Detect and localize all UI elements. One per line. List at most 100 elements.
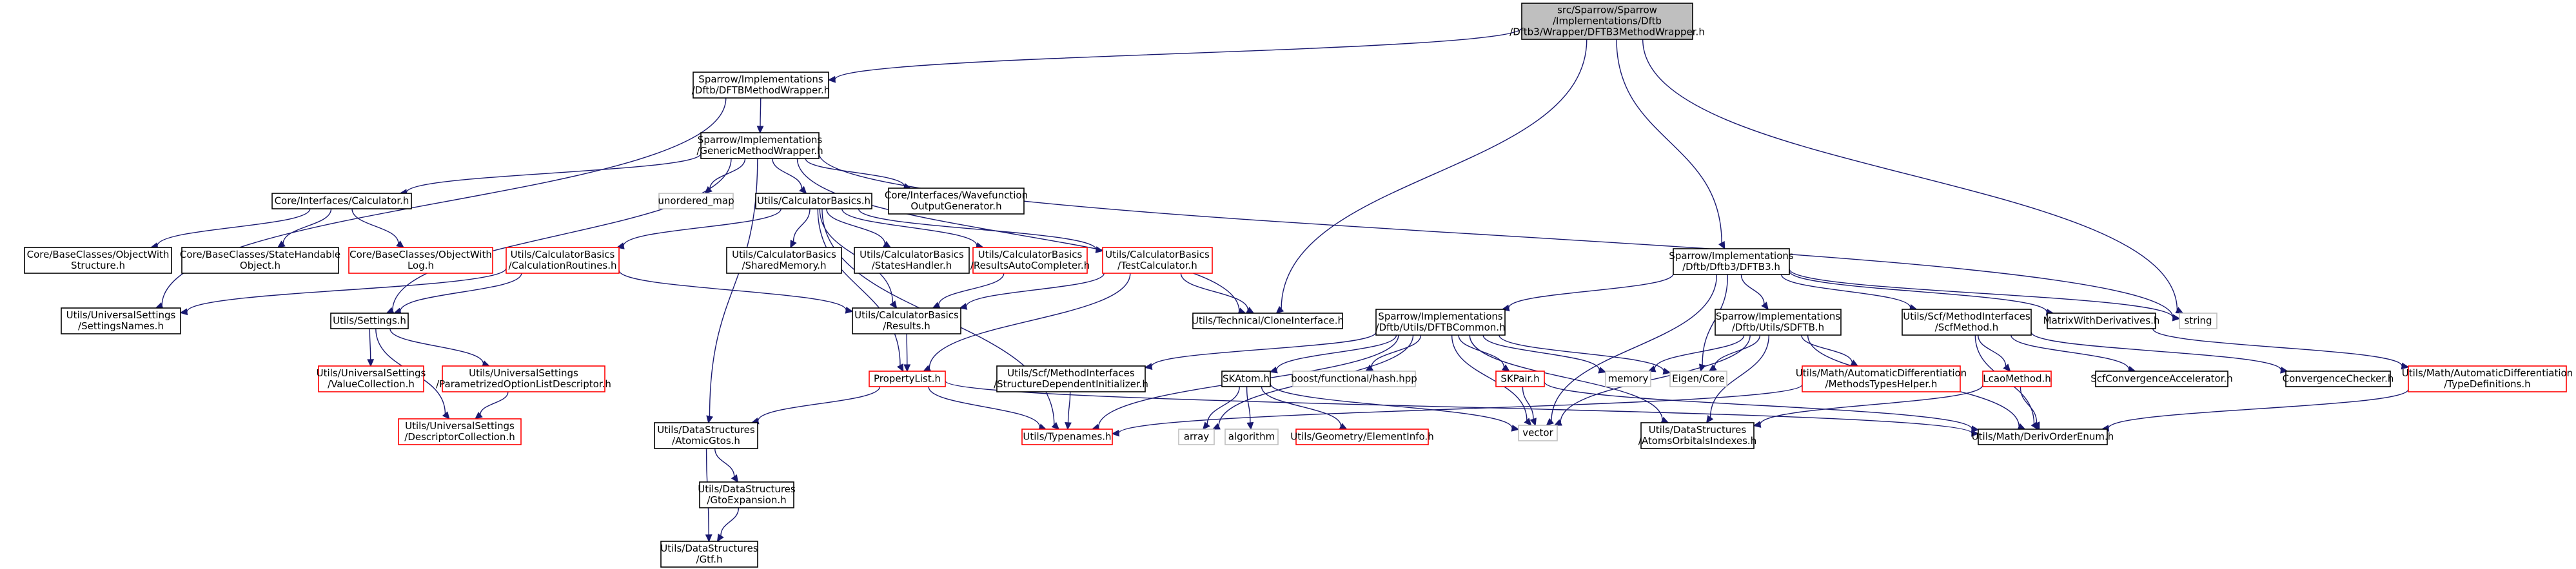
edge-arrowhead (1365, 364, 1374, 372)
node-scfmethod[interactable]: Utils/Scf/MethodInterfaces/ScfMethod.h (1902, 309, 2032, 336)
node-label: Object.h (240, 260, 280, 271)
node-dftb3[interactable]: Sparrow/Implementations/Dftb/Dftb3/DFTB3… (1669, 248, 1794, 275)
node-vector[interactable]: vector (1518, 425, 1558, 441)
node-lcao[interactable]: LcaoMethod.h (1982, 371, 2052, 387)
edge-generic-to-calculator (399, 153, 702, 196)
node-atomicgtos[interactable]: Utils/DataStructures/AtomicGtos.h (654, 422, 758, 449)
node-algorithm[interactable]: algorithm (1224, 429, 1279, 445)
edge-line (480, 391, 509, 415)
edge-line (796, 158, 1240, 311)
node-sdftb[interactable]: Sparrow/Implementations/Dftb/Utils/SDFTB… (1715, 309, 1842, 336)
node-box (271, 193, 412, 209)
node-stateshandler[interactable]: Utils/CalculatorBasics/StatesHandler.h (854, 247, 970, 274)
node-string[interactable]: string (2179, 313, 2217, 329)
node-box (181, 247, 339, 274)
edge-arrowhead (2172, 314, 2181, 322)
node-methodshelper[interactable]: Utils/Math/AutomaticDifferentiation/Meth… (1796, 365, 1967, 392)
edge-line (1275, 334, 1397, 371)
node-root[interactable]: src/Sparrow/Sparrow/Implementations/Dftb… (1509, 3, 1705, 40)
edge-dftbwrap-to-settingsnames (155, 97, 727, 309)
node-calcroutines[interactable]: Utils/CalculatorBasics/CalculationRoutin… (506, 247, 620, 274)
node-paramopt[interactable]: Utils/UniversalSettings/ParametrizedOpti… (436, 365, 611, 392)
edge-line (618, 270, 847, 311)
node-memory[interactable]: memory (1605, 371, 1651, 387)
node-generic[interactable]: Sparrow/Implementations/GenericMethodWra… (696, 132, 823, 159)
edge-dftbcommon-to-boostflat (1365, 334, 1422, 372)
node-typedefs[interactable]: Utils/Math/AutomaticDifferentiation/Type… (2402, 365, 2573, 392)
node-skatom[interactable]: SKAtom.h (1221, 371, 1271, 387)
edge-arrowhead (896, 363, 904, 372)
node-label: /Dftb3/Wrapper/DFTB3MethodWrapper.h (1509, 26, 1705, 38)
node-gtoexp[interactable]: Utils/DataStructures/GtoExpansion.h (698, 481, 796, 508)
node-cloneif[interactable]: Utils/Technical/CloneInterface.h (1192, 313, 1344, 329)
node-valuecoll[interactable]: Utils/UniversalSettings/ValueCollection.… (317, 365, 426, 392)
node-testcalc[interactable]: Utils/CalculatorBasics/TestCalculator.h (1102, 247, 1213, 274)
edge-line (186, 267, 507, 313)
node-label: Utils/UniversalSettings (469, 367, 578, 379)
node-atomsorb[interactable]: Utils/DataStructures/AtomsOrbitalsIndexe… (1638, 422, 1756, 449)
edge-line (623, 208, 782, 246)
edge-skpair-to-vector (1522, 386, 1537, 427)
node-label: /SharedMemory.h (742, 260, 826, 271)
node-boostflat[interactable]: boost/functional/hash.hpp (1291, 371, 1417, 387)
edge-skatom-to-array (1202, 386, 1240, 430)
node-wavefunction[interactable]: Core/Interfaces/WavefunctionOutputGenera… (885, 188, 1028, 215)
node-desccoll[interactable]: Utils/UniversalSettings/DescriptorCollec… (398, 418, 522, 445)
node-eigencore[interactable]: Eigen/Core (1669, 371, 1727, 387)
edge-skatom-to-vector (1270, 383, 1520, 432)
node-label: Core/Interfaces/Wavefunction (885, 189, 1028, 201)
node-calculator[interactable]: Core/Interfaces/Calculator.h (271, 193, 412, 209)
node-scfconv[interactable]: ScfConvergenceAccelerator.h (2090, 371, 2233, 387)
edge-arrowhead (756, 126, 764, 134)
node-skpair[interactable]: SKPair.h (1495, 371, 1545, 387)
node-structdep[interactable]: Utils/Scf/MethodInterfaces/StructureDepe… (994, 365, 1148, 392)
node-box (2285, 371, 2391, 387)
node-derivenum[interactable]: Utils/Math/DerivOrderEnum.h (1972, 429, 2114, 445)
node-gtf[interactable]: Utils/DataStructures/Gtf.h (660, 541, 758, 568)
node-matrixderiv[interactable]: MatrixWithDerivatives.h (2043, 313, 2160, 329)
node-label: Utils/CalculatorBasics (1105, 249, 1210, 260)
edge-lcao-to-atomsorb (1753, 385, 1983, 428)
edge-line (1616, 39, 1722, 244)
node-box (1021, 429, 1113, 445)
node-array[interactable]: array (1178, 429, 1215, 445)
node-typenames[interactable]: Utils/Typenames.h (1021, 429, 1113, 445)
node-sharedmem[interactable]: Utils/CalculatorBasics/SharedMemory.h (726, 247, 842, 274)
node-box (888, 188, 1025, 215)
node-box (398, 418, 522, 445)
node-dftbcommon[interactable]: Sparrow/Implementations/Dftb/Utils/DFTBC… (1375, 309, 1506, 336)
node-convcheck[interactable]: ConvergenceChecker.h (2283, 371, 2394, 387)
edge-arrowhead (1529, 418, 1537, 427)
edge-testcalc-to-results (959, 273, 1105, 310)
node-label: Core/BaseClasses/ObjectWith (27, 249, 170, 260)
node-label: Sparrow/Implementations (1378, 311, 1503, 322)
node-box (1102, 247, 1213, 274)
node-elementinfo[interactable]: Utils/Geometry/ElementInfo.h (1290, 429, 1434, 445)
node-unordered_map[interactable]: unordered_map (658, 193, 734, 209)
node-label: Sparrow/Implementations (698, 73, 823, 85)
edge-line (1801, 334, 1853, 363)
node-calcbasics[interactable]: Utils/CalculatorBasics.h (755, 193, 872, 209)
node-label: memory (1608, 373, 1649, 385)
edge-arrowhead (2003, 363, 2011, 372)
edge-line (1714, 334, 1761, 368)
node-label: SKPair.h (1500, 373, 1539, 385)
node-settingsnames[interactable]: Utils/UniversalSettings/SettingsNames.h (61, 307, 181, 334)
node-resultsauto[interactable]: Utils/CalculatorBasics/ResultsAutoComple… (970, 247, 1090, 274)
edge-sdftb-to-vector (1553, 334, 1751, 426)
node-label: LcaoMethod.h (1983, 373, 2051, 385)
edge-line (389, 328, 484, 364)
node-settings[interactable]: Utils/Settings.h (330, 313, 409, 329)
edge-line (714, 448, 735, 477)
node-label: Core/BaseClasses/ObjectWith (349, 249, 492, 260)
edge-line (157, 208, 311, 246)
edge-line (817, 208, 901, 366)
node-results[interactable]: Utils/CalculatorBasics/Results.h (852, 307, 961, 334)
node-proplist[interactable]: PropertyList.h (869, 371, 946, 387)
node-dftbwrap[interactable]: Sparrow/Implementations/Dftb/DFTBMethodW… (692, 72, 831, 99)
edge-arrowhead (1144, 363, 1153, 371)
